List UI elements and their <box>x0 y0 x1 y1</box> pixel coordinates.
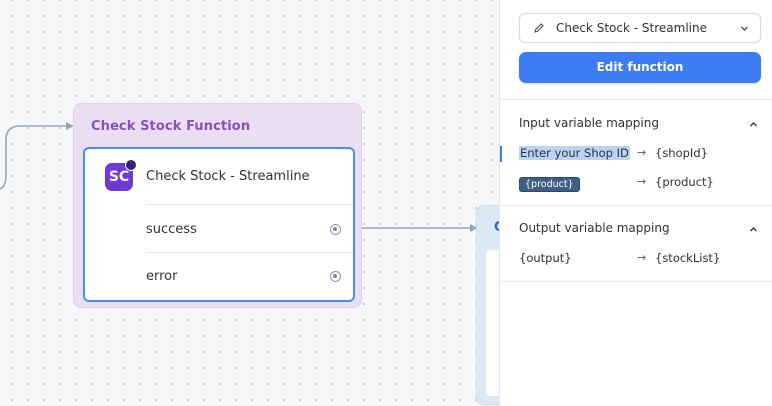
next-node-title: C <box>494 220 504 235</box>
connector-lines <box>0 122 478 232</box>
node-title: Check Stock Function <box>91 119 251 134</box>
divider <box>146 204 353 205</box>
mapping-target[interactable]: {stockList} <box>655 251 721 265</box>
section-divider <box>500 99 772 100</box>
port-handle-icon[interactable] <box>330 224 341 235</box>
input-mapping-title[interactable]: Input variable mapping <box>519 116 659 130</box>
output-mapping-row[interactable]: {output} → {stockList} <box>519 251 759 269</box>
section-divider <box>500 281 772 282</box>
function-select[interactable]: Check Stock - Streamline <box>519 13 761 43</box>
arrow-right-icon: → <box>637 251 647 264</box>
edit-function-button[interactable]: Edit function <box>519 52 761 83</box>
section-divider <box>500 205 772 206</box>
function-node[interactable]: Check Stock Function SC Check Stock - St… <box>73 103 362 308</box>
port-handle-icon[interactable] <box>330 271 341 282</box>
arrow-right-icon: → <box>637 175 647 188</box>
port-label: error <box>146 269 178 284</box>
function-select-value: Check Stock - Streamline <box>556 21 707 35</box>
input-mapping-row[interactable]: {product} → {product} <box>519 175 759 193</box>
mapping-source[interactable]: Enter your Shop ID <box>519 146 630 160</box>
mapping-target[interactable]: {shopId} <box>655 146 708 160</box>
app-logo-icon: SC <box>105 159 137 191</box>
arrow-right-icon: → <box>637 146 647 159</box>
mapping-source[interactable]: {output} <box>519 251 572 265</box>
app-logo-text: SC <box>108 169 130 185</box>
output-mapping-title[interactable]: Output variable mapping <box>519 221 670 235</box>
port-error[interactable]: error <box>146 267 341 287</box>
app-badge-icon <box>125 159 137 171</box>
properties-panel: Check Stock - Streamline Edit function I… <box>499 0 772 406</box>
function-step-card[interactable]: SC Check Stock - Streamline success erro… <box>83 147 355 302</box>
mapping-target[interactable]: {product} <box>655 175 714 189</box>
chevron-down-icon <box>741 26 748 31</box>
divider <box>146 252 353 253</box>
variable-chip[interactable]: {product} <box>519 177 580 192</box>
pencil-icon <box>534 23 544 33</box>
focus-marker <box>500 146 502 162</box>
step-label: Check Stock - Streamline <box>146 169 310 184</box>
chevron-up-icon[interactable] <box>749 120 758 129</box>
port-success[interactable]: success <box>146 220 341 240</box>
port-label: success <box>146 222 197 237</box>
input-mapping-row[interactable]: Enter your Shop ID → {shopId} <box>519 146 759 164</box>
flow-canvas[interactable]: Check Stock Function SC Check Stock - St… <box>0 0 526 406</box>
chevron-up-icon[interactable] <box>749 225 758 234</box>
